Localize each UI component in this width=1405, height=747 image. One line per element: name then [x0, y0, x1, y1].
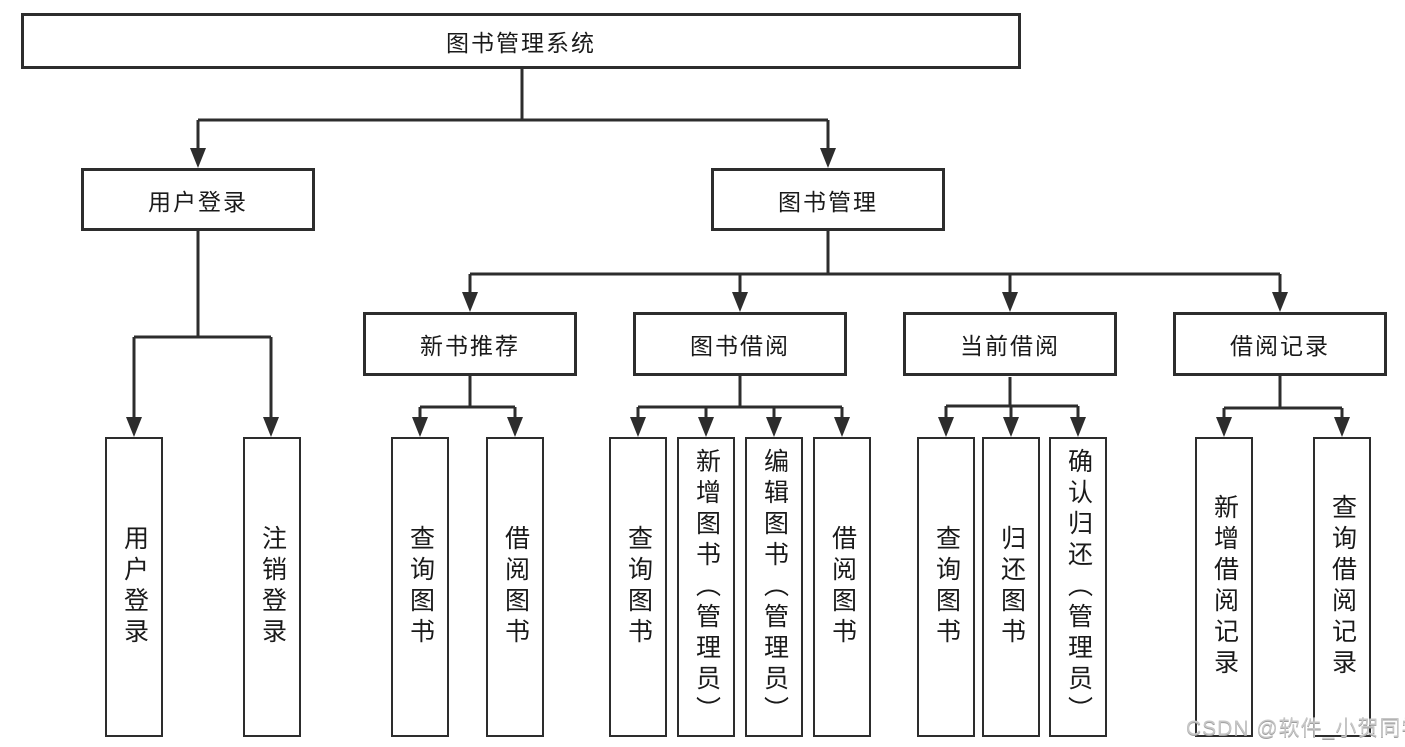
leaf-add-borrow-record-label: 新增借阅记录	[1210, 494, 1239, 680]
leaf-logout-login-label: 注销登录	[258, 525, 287, 649]
leaf-query-books-borrow: 查询图书	[609, 437, 667, 737]
leaf-query-borrow-record: 查询借阅记录	[1313, 437, 1371, 737]
leaf-add-books-admin-label: 新增图书（管理员）	[692, 447, 721, 727]
leaf-borrow-books-recommend-label: 借阅图书	[501, 525, 530, 649]
leaf-confirm-return-admin-label: 确认归还（管理员）	[1064, 447, 1093, 727]
node-book-borrowing: 图书借阅	[633, 312, 847, 376]
leaf-query-books-current-label: 查询图书	[932, 525, 961, 649]
node-system-root: 图书管理系统	[21, 13, 1021, 69]
leaf-query-books-recommend: 查询图书	[391, 437, 449, 737]
leaf-logout-login: 注销登录	[243, 437, 301, 737]
leaf-query-borrow-record-label: 查询借阅记录	[1328, 494, 1357, 680]
leaf-borrow-books-recommend: 借阅图书	[486, 437, 544, 737]
node-current-borrowing: 当前借阅	[903, 312, 1117, 376]
node-borrowing-records-label: 借阅记录	[1230, 333, 1330, 359]
node-user-login: 用户登录	[81, 168, 315, 231]
node-borrowing-records: 借阅记录	[1173, 312, 1387, 376]
node-book-borrowing-label: 图书借阅	[690, 333, 790, 359]
leaf-user-login-label: 用户登录	[120, 525, 149, 649]
leaf-borrow-books-borrow-label: 借阅图书	[828, 525, 857, 649]
node-new-book-recommend-label: 新书推荐	[420, 333, 520, 359]
leaf-edit-books-admin-label: 编辑图书（管理员）	[760, 447, 789, 727]
leaf-confirm-return-admin: 确认归还（管理员）	[1049, 437, 1107, 737]
node-book-management: 图书管理	[711, 168, 945, 231]
leaf-return-books-label: 归还图书	[997, 525, 1026, 649]
leaf-query-books-current: 查询图书	[917, 437, 975, 737]
leaf-query-books-recommend-label: 查询图书	[406, 525, 435, 649]
leaf-query-books-borrow-label: 查询图书	[624, 525, 653, 649]
csdn-watermark: CSDN @软件_小贺同学	[1186, 717, 1405, 740]
node-new-book-recommend: 新书推荐	[363, 312, 577, 376]
leaf-borrow-books-borrow: 借阅图书	[813, 437, 871, 737]
node-system-root-label: 图书管理系统	[446, 30, 596, 56]
leaf-return-books: 归还图书	[982, 437, 1040, 737]
node-book-management-label: 图书管理	[778, 188, 878, 215]
node-user-login-label: 用户登录	[148, 188, 248, 215]
node-current-borrowing-label: 当前借阅	[960, 333, 1060, 359]
leaf-edit-books-admin: 编辑图书（管理员）	[745, 437, 803, 737]
leaf-add-borrow-record: 新增借阅记录	[1195, 437, 1253, 737]
leaf-user-login: 用户登录	[105, 437, 163, 737]
leaf-add-books-admin: 新增图书（管理员）	[677, 437, 735, 737]
